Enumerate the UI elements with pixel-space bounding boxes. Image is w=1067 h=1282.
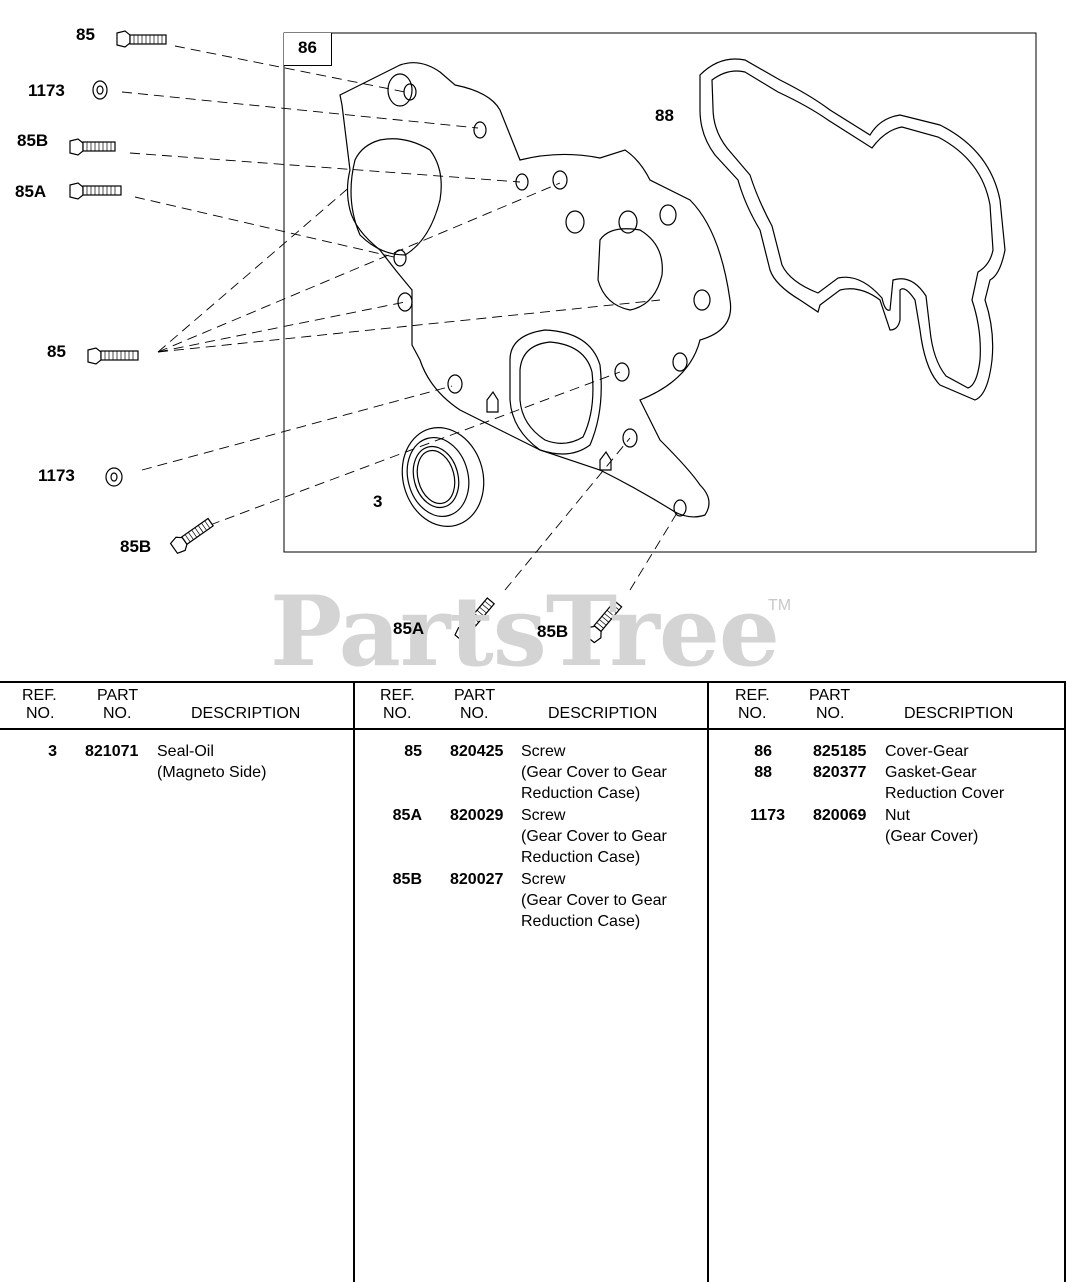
description-line: (Gear Cover to Gear bbox=[521, 828, 667, 845]
screw-85-mid bbox=[87, 347, 139, 365]
table-header-rule bbox=[0, 683, 1064, 730]
seal-bore bbox=[509, 329, 602, 455]
parts-column-1: REF. NO. PART NO. DESCRIPTION 3 821071 S… bbox=[0, 683, 353, 1282]
trademark-symbol: TM bbox=[768, 597, 792, 614]
callout-85-top: 85 bbox=[76, 25, 95, 44]
callout-85B-bottom: 85B bbox=[120, 537, 152, 556]
description-line: (Gear Cover) bbox=[885, 828, 979, 845]
description-line: Reduction Case) bbox=[521, 913, 641, 930]
callout-85A-bottom: 85A bbox=[393, 619, 425, 638]
nut-1173-bottom bbox=[105, 467, 123, 487]
parts-column-2: REF. NO. PART NO. DESCRIPTION 85 820425 … bbox=[353, 683, 709, 1282]
description-line: (Gear Cover to Gear bbox=[521, 892, 667, 909]
screw-85B-bottom bbox=[169, 517, 215, 555]
callout-3: 3 bbox=[373, 492, 383, 511]
part-no: 825185 bbox=[813, 743, 867, 760]
screw-85A-bottom bbox=[454, 597, 496, 644]
callout-88: 88 bbox=[655, 106, 674, 125]
description-line: Reduction Case) bbox=[521, 849, 641, 866]
callout-85-mid: 85 bbox=[47, 342, 66, 361]
part-no: 820377 bbox=[813, 764, 867, 781]
assembly-frame bbox=[283, 32, 1037, 553]
parts-tree-watermark: PartsTree bbox=[270, 575, 780, 688]
ref-no: 86 bbox=[754, 743, 772, 760]
header-ref-line1: REF. bbox=[22, 687, 57, 704]
header-part-line1: PART bbox=[809, 687, 851, 704]
exploded-parts-diagram: 86 85 1173 85B 85A 88 85 1173 3 85B Part… bbox=[15, 25, 1037, 688]
callout-85B-bottom-right: 85B bbox=[537, 622, 569, 641]
description-line: (Magneto Side) bbox=[157, 764, 267, 781]
description-line: Seal-Oil bbox=[157, 743, 214, 760]
screw-85B-bottom-right bbox=[584, 600, 623, 644]
screw-85A-top bbox=[69, 182, 122, 200]
ref-no: 85B bbox=[392, 871, 422, 888]
gasket-outline bbox=[699, 58, 1006, 401]
header-part-line2: NO. bbox=[816, 705, 845, 722]
description-line: Reduction Case) bbox=[521, 785, 641, 802]
part-no: 820069 bbox=[813, 807, 867, 824]
callout-1173-bottom: 1173 bbox=[38, 466, 75, 485]
header-ref-line1: REF. bbox=[735, 687, 770, 704]
header-part-line1: PART bbox=[454, 687, 496, 704]
parts-list-table: REF. NO. PART NO. DESCRIPTION 3 821071 S… bbox=[0, 681, 1066, 1282]
diagram-drawing bbox=[69, 30, 1037, 644]
part-no: 821071 bbox=[85, 743, 139, 760]
header-part-line2: NO. bbox=[460, 705, 489, 722]
description-line: Cover-Gear bbox=[885, 743, 969, 760]
description-line: (Gear Cover to Gear bbox=[521, 764, 667, 781]
description-line: Gasket-Gear bbox=[885, 764, 977, 781]
part-no: 820027 bbox=[450, 871, 504, 888]
callout-1173-top: 1173 bbox=[28, 81, 65, 100]
ref-no: 85 bbox=[404, 743, 422, 760]
screw-85-top bbox=[116, 30, 167, 48]
header-ref-line1: REF. bbox=[380, 687, 415, 704]
header-ref-line2: NO. bbox=[383, 705, 412, 722]
header-description: DESCRIPTION bbox=[548, 705, 658, 722]
leader-lines bbox=[121, 45, 681, 591]
ref-no: 88 bbox=[754, 764, 772, 781]
gear-cover-boss bbox=[350, 138, 442, 256]
header-description: DESCRIPTION bbox=[904, 705, 1014, 722]
header-ref-line2: NO. bbox=[738, 705, 767, 722]
ref-no: 1173 bbox=[750, 807, 785, 824]
header-part-line1: PART bbox=[97, 687, 139, 704]
header-ref-line2: NO. bbox=[26, 705, 55, 722]
gear-cover-bolt-hole bbox=[387, 73, 413, 107]
gear-cover-outline bbox=[339, 62, 732, 518]
callout-85A-top: 85A bbox=[15, 182, 47, 201]
header-description: DESCRIPTION bbox=[191, 705, 301, 722]
description-line: Reduction Cover bbox=[885, 785, 1005, 802]
header-part-line2: NO. bbox=[103, 705, 132, 722]
nut-1173-top bbox=[92, 80, 108, 100]
description-line: Screw bbox=[521, 871, 566, 888]
ref-no: 85A bbox=[392, 807, 422, 824]
screw-85B-top bbox=[69, 138, 116, 156]
description-line: Screw bbox=[521, 807, 566, 824]
description-line: Nut bbox=[885, 807, 910, 824]
parts-column-3: REF. NO. PART NO. DESCRIPTION 86 825185 … bbox=[707, 683, 1064, 1282]
callout-85B-top: 85B bbox=[17, 131, 49, 150]
ref-no: 3 bbox=[48, 743, 57, 760]
oil-seal bbox=[401, 427, 485, 527]
part-no: 820425 bbox=[450, 743, 504, 760]
box-label-86: 86 bbox=[284, 33, 332, 66]
description-line: Screw bbox=[521, 743, 566, 760]
part-no: 820029 bbox=[450, 807, 504, 824]
